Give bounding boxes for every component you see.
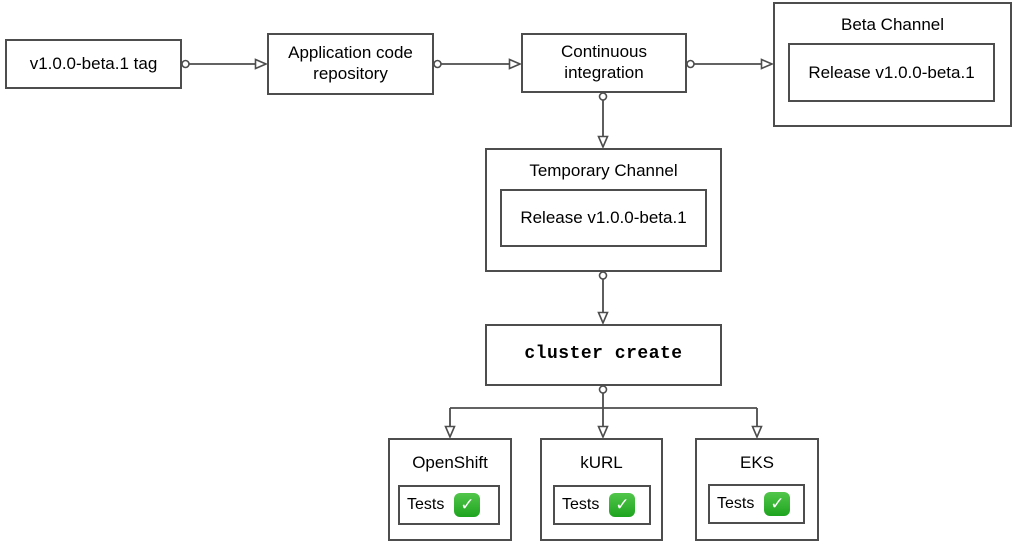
node-continuous-integration: Continuous integration xyxy=(521,33,687,93)
continuous-integration-label: Continuous integration xyxy=(560,42,647,82)
temporary-channel-release-box: Release v1.0.0-beta.1 xyxy=(500,189,707,247)
openshift-tests-label: Tests xyxy=(407,496,445,513)
temporary-channel-release-label: Release v1.0.0-beta.1 xyxy=(520,208,687,227)
beta-channel-title: Beta Channel xyxy=(840,15,945,34)
node-cluster-create-command: cluster create xyxy=(485,324,722,386)
temporary-channel-title: Temporary Channel xyxy=(529,161,678,180)
eks-title: EKS xyxy=(739,453,775,472)
cluster-create-label: cluster create xyxy=(524,344,683,365)
eks-tests-box: Tests ✓ xyxy=(708,484,805,524)
application-code-repository-label: Application code repository xyxy=(288,43,413,83)
node-temporary-channel: Temporary Channel Release v1.0.0-beta.1 xyxy=(485,148,722,272)
kurl-tests-label: Tests xyxy=(562,496,600,513)
node-kurl: kURL Tests ✓ xyxy=(540,438,663,541)
connector-tag-to-repo xyxy=(181,58,269,70)
eks-tests-label: Tests xyxy=(717,495,755,512)
connector-cluster-create-to-clusters xyxy=(444,385,763,440)
beta-channel-release-label: Release v1.0.0-beta.1 xyxy=(808,62,975,82)
node-openshift: OpenShift Tests ✓ xyxy=(388,438,512,541)
connector-ci-to-temp-channel xyxy=(597,92,609,150)
node-eks: EKS Tests ✓ xyxy=(695,438,819,541)
check-mark-button-icon: ✓ xyxy=(764,492,791,516)
version-tag-label: v1.0.0-beta.1 tag xyxy=(29,53,158,73)
check-mark-button-icon: ✓ xyxy=(454,493,481,517)
connector-ci-to-beta-channel xyxy=(686,58,775,70)
beta-channel-release-box: Release v1.0.0-beta.1 xyxy=(788,43,995,102)
connector-repo-to-ci xyxy=(433,58,523,70)
kurl-tests-box: Tests ✓ xyxy=(553,485,651,525)
node-beta-channel: Beta Channel Release v1.0.0-beta.1 xyxy=(773,2,1012,127)
openshift-title: OpenShift xyxy=(412,453,488,472)
node-application-code-repository: Application code repository xyxy=(267,33,434,95)
check-mark-button-icon: ✓ xyxy=(609,493,636,517)
node-version-tag: v1.0.0-beta.1 tag xyxy=(5,39,182,89)
connector-temp-channel-to-cluster-create xyxy=(597,271,609,326)
kurl-title: kURL xyxy=(580,453,623,472)
openshift-tests-box: Tests ✓ xyxy=(398,485,500,525)
